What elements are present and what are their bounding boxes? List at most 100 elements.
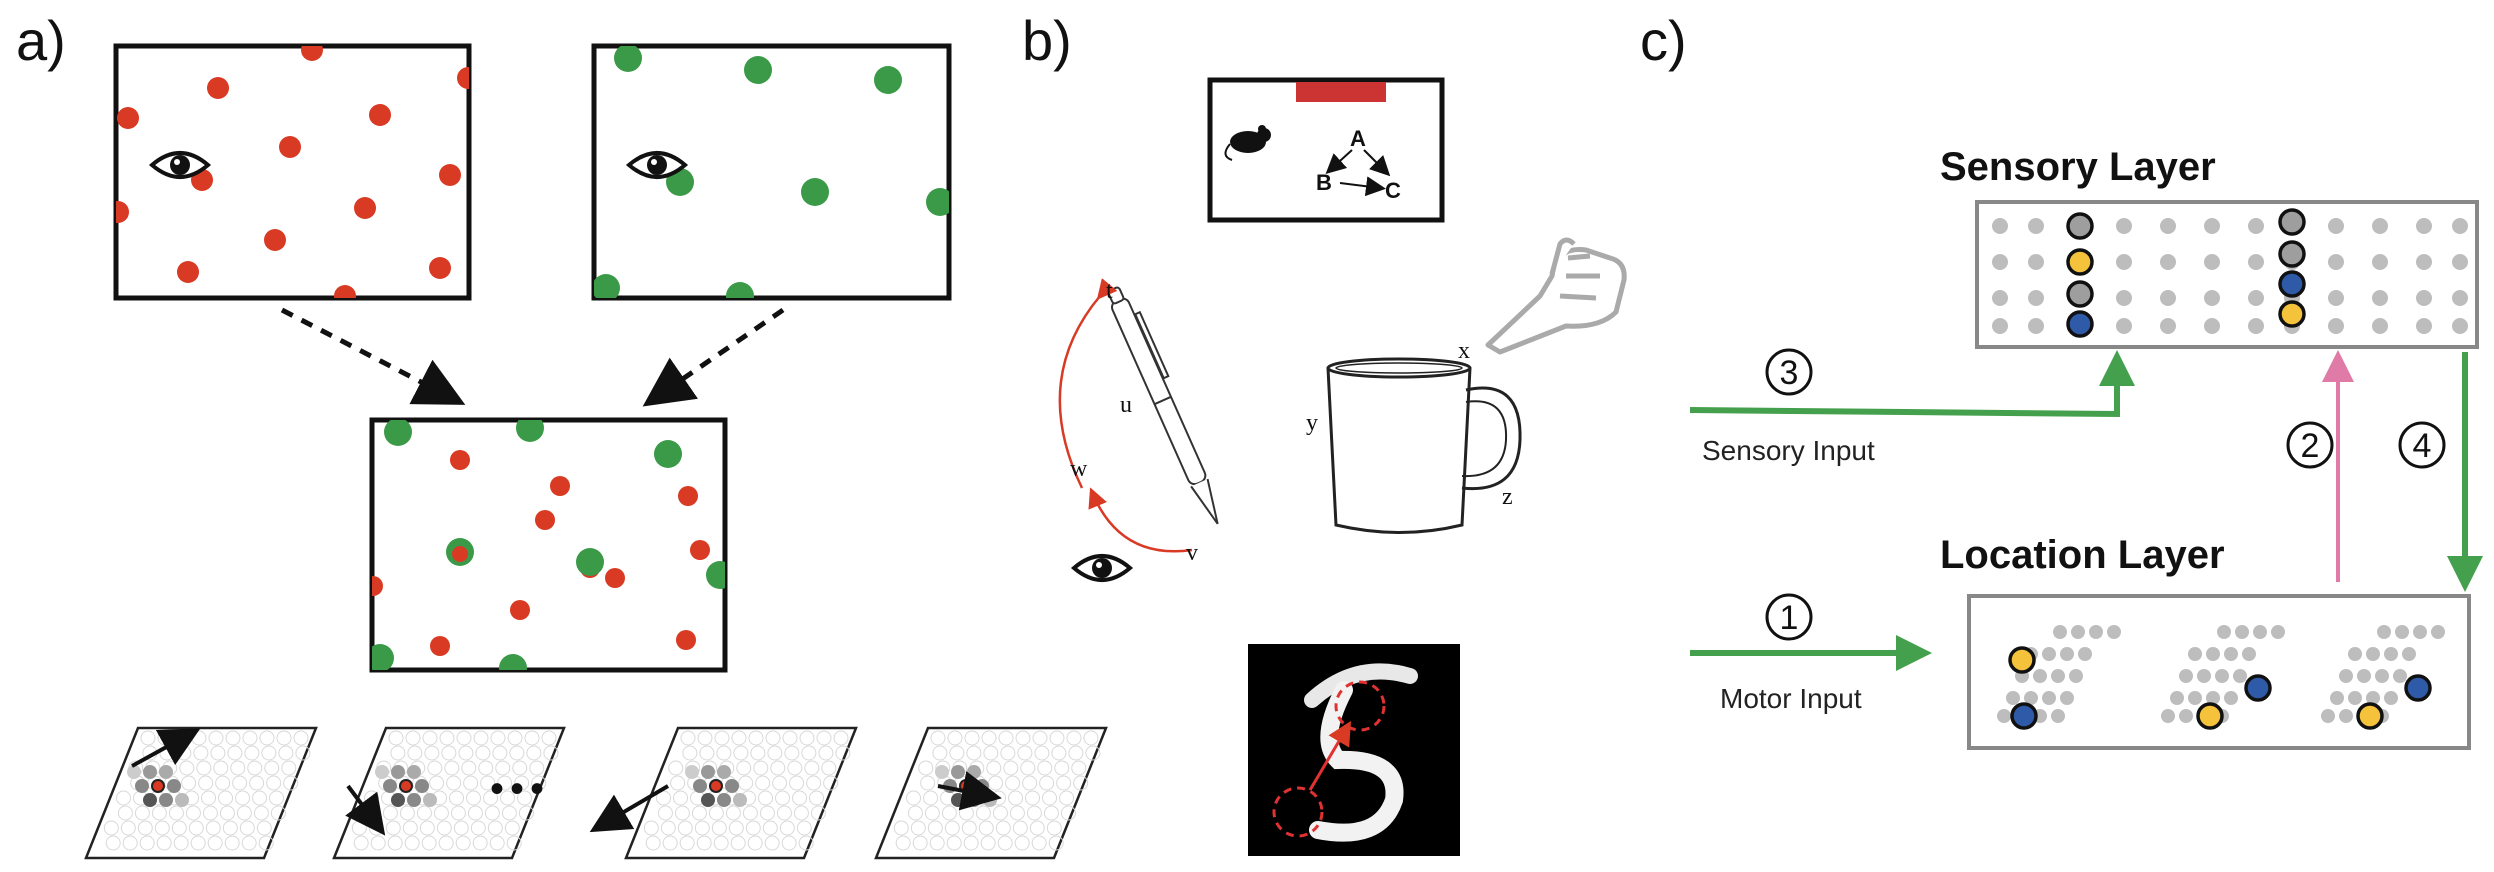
- sensory-cell: [2416, 254, 2432, 270]
- mug-icon: [1326, 357, 1522, 534]
- red-dot: [690, 540, 710, 560]
- mouse-icon: [1224, 125, 1271, 161]
- location-cell: [2339, 669, 2353, 683]
- sensory-cell: [2328, 318, 2344, 334]
- red-dot: [439, 164, 461, 186]
- location-cell: [2395, 625, 2409, 639]
- location-cell: [2071, 625, 2085, 639]
- red-dot: [301, 46, 323, 61]
- green-dot: [744, 56, 772, 84]
- sensory-cell: [2116, 254, 2132, 270]
- location-cell: [2060, 647, 2074, 661]
- active-sensory-cell: [2278, 240, 2306, 268]
- sensory-cell: [2248, 254, 2264, 270]
- active-location-cell: [2244, 674, 2272, 702]
- location-cell: [2233, 669, 2247, 683]
- svg-text:3: 3: [1780, 354, 1799, 392]
- location-cell: [2215, 669, 2229, 683]
- green-dot: [499, 654, 527, 670]
- maze-node-b: B: [1316, 170, 1332, 195]
- location-cell: [2051, 669, 2065, 683]
- green-dot: [926, 188, 949, 216]
- location-cell: [2384, 647, 2398, 661]
- sensory-cell: [2160, 318, 2176, 334]
- location-cell: [2170, 691, 2184, 705]
- green-dot: [614, 46, 642, 72]
- red-dot: [279, 136, 301, 158]
- sensory-cell: [2372, 290, 2388, 306]
- location-cell: [2402, 647, 2416, 661]
- sensory-cell: [2116, 318, 2132, 334]
- active-location-cell: [2010, 702, 2038, 730]
- red-dot: [429, 257, 451, 279]
- active-sensory-cell: [2278, 270, 2306, 298]
- sensory-cell: [2204, 318, 2220, 334]
- red-dot: [116, 201, 129, 223]
- location-cell: [2348, 647, 2362, 661]
- sensory-input-label: Sensory Input: [1702, 435, 1875, 466]
- red-dot: [369, 104, 391, 126]
- location-cell: [2413, 625, 2427, 639]
- sensory-cell: [2452, 290, 2468, 306]
- sensory-layer-box: [1975, 200, 2479, 349]
- location-cell: [2051, 709, 2065, 723]
- location-cell: [2042, 691, 2056, 705]
- step-4-badge: 4: [2398, 421, 2446, 469]
- red-dot: [430, 636, 450, 656]
- grid-cell-modules: [84, 726, 1108, 860]
- sensory-cell: [2328, 218, 2344, 234]
- location-cell: [2197, 669, 2211, 683]
- green-dot: [594, 274, 620, 298]
- sensory-cell: [2328, 290, 2344, 306]
- active-location-cell: [2008, 646, 2036, 674]
- environment-combined: [369, 417, 728, 673]
- location-cell: [2384, 691, 2398, 705]
- pointing-hand-icon: [1485, 237, 1627, 355]
- sensory-cell: [1992, 318, 2008, 334]
- location-cell: [2089, 625, 2103, 639]
- location-cell: [2235, 625, 2249, 639]
- location-cell: [2060, 691, 2074, 705]
- maze-node-c: C: [1385, 178, 1401, 203]
- environment-green: [591, 43, 952, 301]
- location-cell: [2348, 691, 2362, 705]
- sensory-cell: [2452, 218, 2468, 234]
- location-cell: [2357, 669, 2371, 683]
- pen-axis-v: v: [1186, 540, 1198, 566]
- red-dot: [354, 197, 376, 219]
- red-dot: [510, 600, 530, 620]
- grid-module: [332, 726, 566, 860]
- sensory-cell: [2028, 318, 2044, 334]
- red-dot: [676, 630, 696, 650]
- green-dot: [801, 178, 829, 206]
- active-location-cell: [2356, 702, 2384, 730]
- merge-arrow-right: [642, 307, 785, 407]
- location-cell: [2224, 647, 2238, 661]
- red-dot: [264, 229, 286, 251]
- location-cell: [2253, 625, 2267, 639]
- sensory-cell: [2028, 218, 2044, 234]
- mug-axis-z: z: [1502, 484, 1513, 510]
- location-cell: [2224, 691, 2238, 705]
- sensory-cell: [2160, 218, 2176, 234]
- sensory-cell: [2248, 290, 2264, 306]
- sensory-cell: [2116, 218, 2132, 234]
- location-cell: [2377, 625, 2391, 639]
- location-cell: [1997, 709, 2011, 723]
- location-cell: [2366, 647, 2380, 661]
- location-cell: [2161, 709, 2175, 723]
- active-sensory-cell: [2066, 248, 2094, 276]
- location-cell: [2393, 669, 2407, 683]
- red-dot: [334, 285, 356, 298]
- step-1-badge: 1: [1765, 593, 1813, 641]
- motor-input-label: Motor Input: [1720, 683, 1862, 714]
- sensory-cell: [2160, 254, 2176, 270]
- sensory-cell: [2452, 318, 2468, 334]
- location-cells: [1997, 625, 2445, 730]
- mug-axis-y: y: [1306, 410, 1318, 436]
- sensory-cell: [2372, 318, 2388, 334]
- grid-module: [589, 726, 858, 860]
- svg-text:4: 4: [2413, 427, 2432, 465]
- sensory-cell: [2204, 218, 2220, 234]
- red-dot: [450, 450, 470, 470]
